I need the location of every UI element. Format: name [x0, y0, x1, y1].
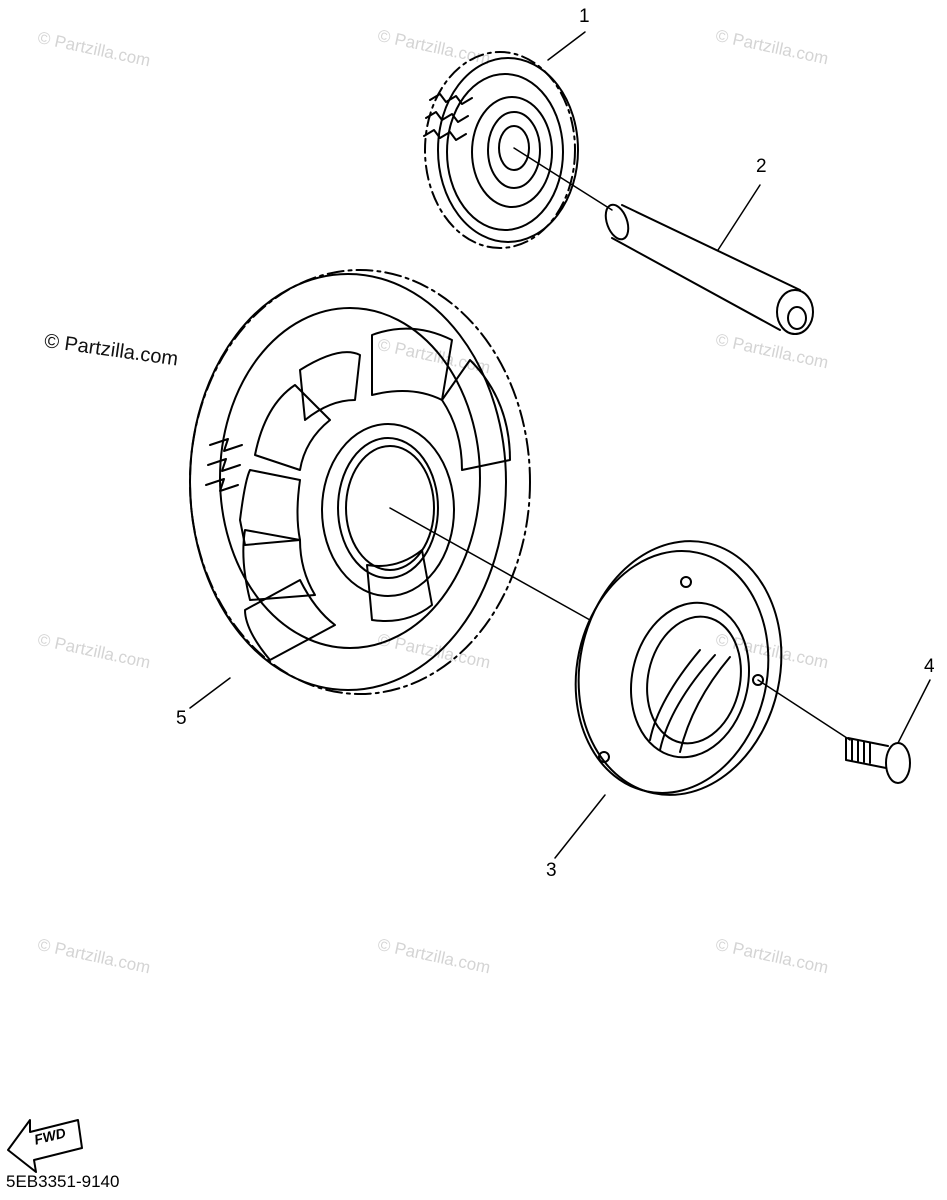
callout-2: 2	[756, 156, 767, 177]
bolt-icon[interactable]	[845, 737, 911, 784]
diagram-code: 5EB3351-9140	[6, 1172, 120, 1191]
shaft-icon[interactable]	[601, 202, 814, 335]
one-way-clutch-icon[interactable]	[554, 522, 805, 814]
callout-1: 1	[579, 6, 590, 27]
callout-5: 5	[176, 708, 187, 729]
callout-4: 4	[924, 656, 935, 677]
fwd-arrow-icon	[7, 1119, 83, 1173]
idler-gear-icon[interactable]	[423, 51, 579, 249]
callout-3: 3	[546, 860, 557, 881]
starter-wheel-gear-icon[interactable]	[189, 269, 531, 695]
